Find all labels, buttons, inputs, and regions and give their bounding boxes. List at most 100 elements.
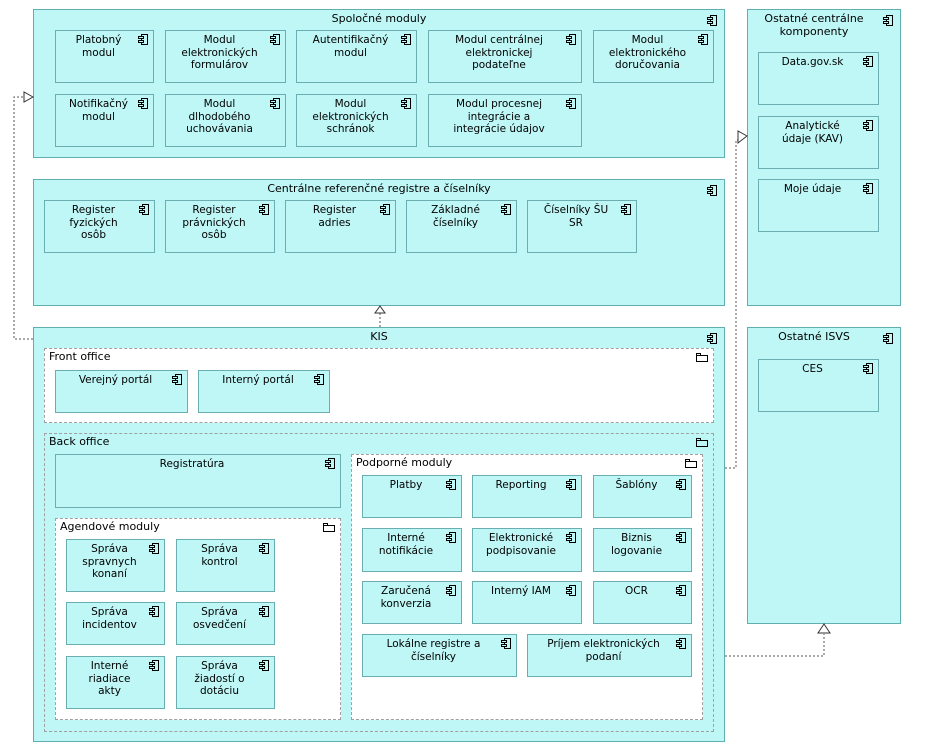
biznis-logovanie[interactable]: Biznis logovanie (593, 528, 692, 572)
module-label: Register právnických osôb (182, 204, 246, 241)
registratura[interactable]: Registratúra (55, 454, 341, 508)
kis-title: KIS (370, 330, 388, 343)
module-label: Modul elektronických schránok (312, 98, 389, 135)
component-icon (566, 34, 577, 46)
data-gov-sk[interactable]: Data.gov.sk (758, 52, 879, 105)
module-label: Interné notifikácie (378, 532, 434, 557)
component-icon (138, 34, 149, 46)
sprava-kontrol[interactable]: Správa kontrol (176, 539, 275, 592)
agendove-moduly-title: Agendové moduly (60, 520, 160, 533)
reporting[interactable]: Reporting (472, 475, 582, 518)
component-icon (707, 185, 718, 197)
arrowhead-ostatne-centralne (737, 130, 748, 145)
component-icon (259, 204, 270, 216)
component-icon (149, 543, 160, 555)
sablony[interactable]: Šablóny (593, 475, 692, 518)
module-label: Autentifikačný modul (312, 34, 389, 59)
zarucena-konverzia[interactable]: Zaručená konverzia (362, 581, 462, 624)
sprava-spravnych-konani[interactable]: Správa spravnych konaní (66, 539, 165, 592)
component-icon (883, 15, 894, 27)
folder-icon (685, 459, 697, 468)
back-office-title: Back office (49, 435, 110, 448)
component-icon (707, 333, 718, 345)
module-platobny[interactable]: Platobný modul (55, 30, 154, 83)
module-notifikacny[interactable]: Notifikačný modul (55, 94, 154, 147)
module-podatelne[interactable]: Modul centrálnej elektronickej podateľne (428, 30, 582, 83)
register-pravnickych-osob[interactable]: Register právnických osôb (165, 200, 275, 253)
component-icon (863, 56, 874, 68)
folder-icon (696, 353, 708, 362)
register-adries[interactable]: Register adries (285, 200, 396, 253)
module-procesnej-integracie[interactable]: Modul procesnej integrácie a integrácie … (428, 94, 582, 147)
ciselniky-su-sr[interactable]: Číselníky ŠU SR (527, 200, 637, 253)
component-icon (270, 34, 281, 46)
connector-kis-to-ostatne-isvs (725, 634, 825, 657)
component-icon (259, 660, 270, 672)
folder-icon (696, 438, 708, 447)
module-label: Modul procesnej integrácie a integrácie … (453, 98, 545, 135)
sprava-osvedceni[interactable]: Správa osvedčení (176, 602, 275, 645)
module-label: Správa kontrol (201, 543, 238, 568)
component-icon (172, 374, 183, 386)
module-schranok[interactable]: Modul elektronických schránok (296, 94, 417, 147)
module-label: CES (802, 363, 823, 375)
module-label: Moje údaje (783, 183, 842, 195)
interny-iam[interactable]: Interný IAM (472, 581, 582, 624)
module-label: Register fyzických osôb (69, 204, 118, 241)
lokalne-registre[interactable]: Lokálne registre a číselníky (362, 634, 517, 677)
prijem-elektronickych-podani[interactable]: Príjem elektronických podaní (527, 634, 692, 677)
ocr[interactable]: OCR (593, 581, 692, 624)
module-dorucovania[interactable]: Modul elektronického doručovania (593, 30, 714, 83)
module-label: Registratúra (159, 458, 225, 470)
front-office-title: Front office (49, 350, 111, 363)
module-label: Číselníky ŠU SR (543, 204, 609, 229)
sprava-ziadosti-o-dotaciu[interactable]: Správa žiadostí o dotáciu (176, 656, 275, 709)
sprava-incidentov[interactable]: Správa incidentov (66, 602, 165, 645)
verejny-portal[interactable]: Verejný portál (55, 370, 188, 413)
arrowhead-ostatne-isvs (817, 623, 831, 634)
zakladne-ciselniky[interactable]: Základné číselníky (406, 200, 517, 253)
podporne-moduly-title: Podporné moduly (356, 456, 453, 469)
component-icon (501, 638, 512, 650)
component-icon (566, 532, 577, 544)
component-icon (676, 532, 687, 544)
module-label: Správa žiadostí o dotáciu (194, 660, 245, 697)
module-label: Elektronické podpisovanie (486, 532, 556, 557)
module-label: Interné riadiace akty (88, 660, 131, 697)
analyticke-udaje[interactable]: Analytické údaje (KAV) (758, 116, 879, 169)
registre-title: Centrálne referenčné registre a číselník… (267, 182, 491, 195)
component-icon (139, 204, 150, 216)
component-icon (401, 98, 412, 110)
ces[interactable]: CES (758, 359, 879, 412)
component-icon (863, 183, 874, 195)
module-autentifikacny[interactable]: Autentifikačný modul (296, 30, 417, 83)
component-icon (259, 543, 270, 555)
module-uchovavania[interactable]: Modul dlhodobého uchovávania (165, 94, 286, 147)
module-label: Reporting (495, 479, 547, 491)
register-fyzickych-osob[interactable]: Register fyzických osôb (44, 200, 155, 253)
moje-udaje[interactable]: Moje údaje (758, 179, 879, 232)
component-icon (698, 34, 709, 46)
module-formularov[interactable]: Modul elektronických formulárov (165, 30, 286, 83)
component-icon (566, 479, 577, 491)
module-label: Modul dlhodobého uchovávania (186, 98, 253, 135)
component-icon (863, 363, 874, 375)
module-label: Data.gov.sk (781, 56, 844, 68)
component-icon (270, 98, 281, 110)
interny-portal[interactable]: Interný portál (198, 370, 330, 413)
connector-kis-to-ostatne-centralne (725, 139, 741, 469)
module-label: Lokálne registre a číselníky (386, 638, 481, 663)
module-label: Interný portál (222, 374, 294, 386)
component-icon (259, 606, 270, 618)
component-icon (380, 204, 391, 216)
interne-notifikacie[interactable]: Interné notifikácie (362, 528, 462, 572)
module-label: Register adries (312, 204, 357, 229)
elektronicke-podpisovanie[interactable]: Elektronické podpisovanie (472, 528, 582, 572)
interne-riadiace-akty[interactable]: Interné riadiace akty (66, 656, 165, 709)
platby[interactable]: Platby (362, 475, 462, 518)
module-label: Notifikačný modul (69, 98, 128, 123)
module-label: Analytické údaje (KAV) (781, 120, 844, 145)
component-icon (314, 374, 325, 386)
component-icon (446, 532, 457, 544)
component-icon (566, 98, 577, 110)
